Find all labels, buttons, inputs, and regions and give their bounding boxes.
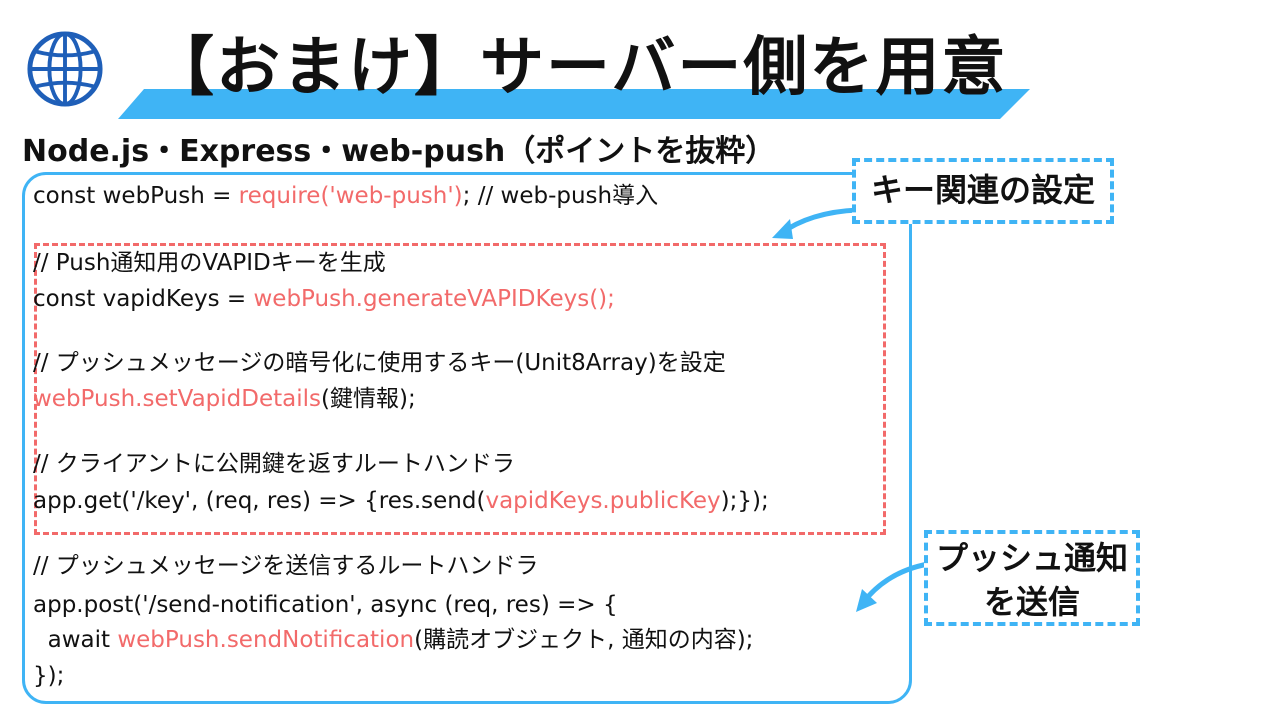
code-line-1: const webPush = require('web-push'); // …	[33, 183, 659, 209]
globe-icon	[27, 31, 103, 107]
code-line-7: app.get('/key', (req, res) => {res.send(…	[33, 488, 769, 514]
page-title: 【おまけ】サーバー側を用意	[150, 31, 1008, 105]
push-callout-line-2: を送信	[983, 583, 1080, 621]
code-line-8: // プッシュメッセージを送信するルートハンドラ	[33, 553, 539, 579]
push-callout-line-1: プッシュ通知	[935, 539, 1128, 577]
keys-callout-label: キー関連の設定	[870, 171, 1095, 209]
code-line-3: const vapidKeys = webPush.generateVAPIDK…	[33, 286, 615, 312]
code-line-2: // Push通知用のVAPIDキーを生成	[33, 250, 386, 276]
code-line-11: });	[33, 663, 65, 689]
code-line-4: // プッシュメッセージの暗号化に使用するキー(Unit8Array)を設定	[33, 350, 726, 376]
page-subtitle: Node.js・Express・web-push（ポイントを抜粋）	[22, 134, 776, 169]
title-underline-band	[118, 89, 1030, 119]
code-line-6: // クライアントに公開鍵を返すルートハンドラ	[33, 451, 515, 477]
keys-callout: キー関連の設定	[852, 158, 1114, 224]
code-line-5: webPush.setVapidDetails(鍵情報);	[33, 386, 416, 412]
code-panel	[22, 172, 912, 704]
key-section-highlight	[34, 243, 886, 535]
push-callout: プッシュ通知 を送信	[924, 530, 1140, 626]
code-line-9: app.post('/send-notification', async (re…	[33, 592, 618, 618]
code-line-10: await webPush.sendNotification(購読オブジェクト,…	[33, 627, 754, 653]
